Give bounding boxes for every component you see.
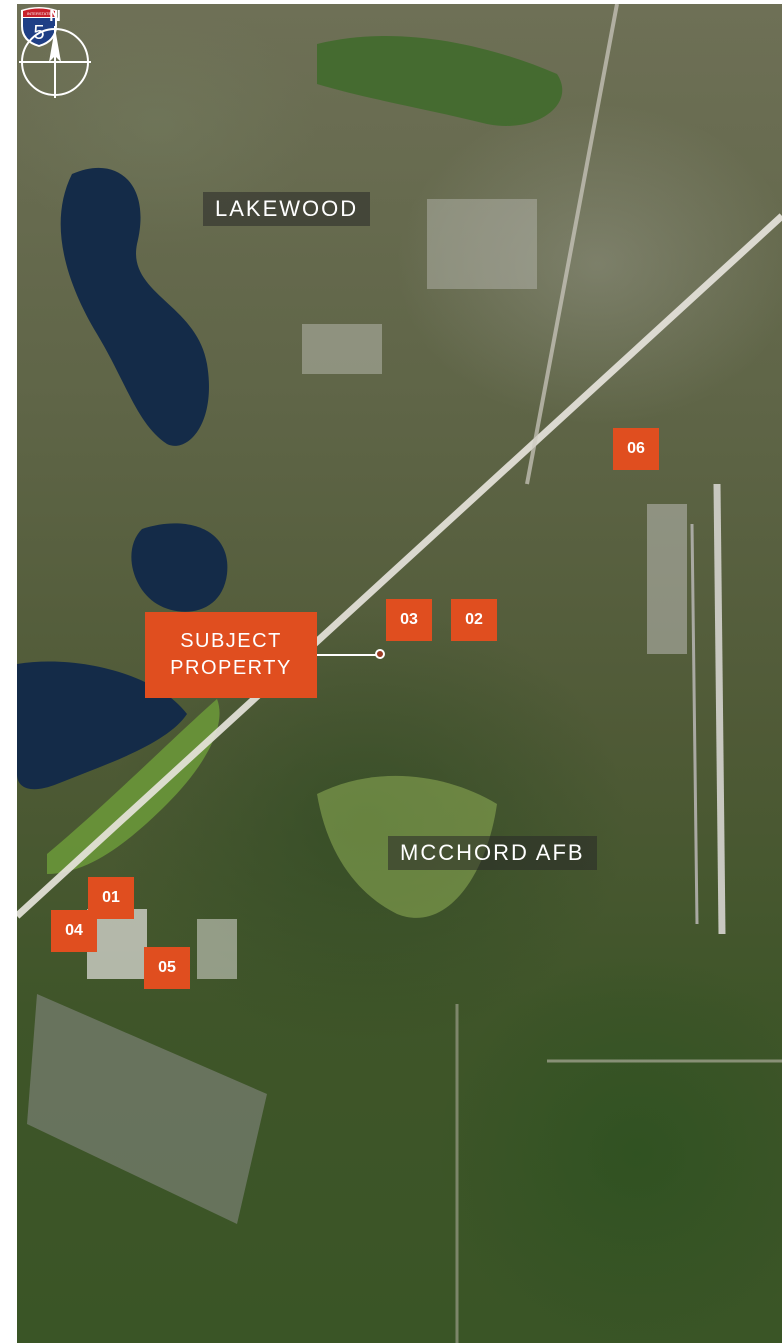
compass-north-label: N xyxy=(49,8,61,25)
lake-steilacoom xyxy=(17,661,187,790)
runway-taxi xyxy=(690,523,699,925)
wetland-north xyxy=(317,35,563,126)
interstate-5-road xyxy=(17,213,782,919)
aerial-map[interactable]: LAKEWOOD MCCHORD AFB SUBJECT PROPERTY 03… xyxy=(17,4,782,1343)
marker-02[interactable]: 02 xyxy=(451,599,497,641)
subject-property-label[interactable]: SUBJECT PROPERTY xyxy=(145,612,317,698)
warehouse-south xyxy=(87,909,147,979)
map-features xyxy=(17,4,782,1343)
subject-leader-line xyxy=(317,654,379,656)
label-mcchord-afb: MCCHORD AFB xyxy=(388,836,597,870)
interstate-shield-text: INTERSTATE xyxy=(27,11,52,16)
subject-line-2: PROPERTY xyxy=(170,657,292,679)
airfield-apron xyxy=(647,504,687,654)
railyard xyxy=(27,994,267,1224)
runway-main xyxy=(713,483,726,935)
highway-north xyxy=(525,4,619,485)
marker-05[interactable]: 05 xyxy=(144,947,190,989)
golf-course-west xyxy=(47,699,220,874)
lake-american xyxy=(60,167,209,446)
marker-03[interactable]: 03 xyxy=(386,599,432,641)
warehouse-south-2 xyxy=(197,919,237,979)
industrial-area-1 xyxy=(427,199,537,289)
marker-06[interactable]: 06 xyxy=(613,428,659,470)
north-arrow-compass-icon: N xyxy=(19,8,91,98)
subject-line-1: SUBJECT xyxy=(180,630,282,652)
subject-property-pin[interactable] xyxy=(375,649,385,659)
industrial-area-2 xyxy=(302,324,382,374)
marker-04[interactable]: 04 xyxy=(51,910,97,952)
label-lakewood: LAKEWOOD xyxy=(203,192,371,226)
lake-gravelly xyxy=(131,523,228,612)
